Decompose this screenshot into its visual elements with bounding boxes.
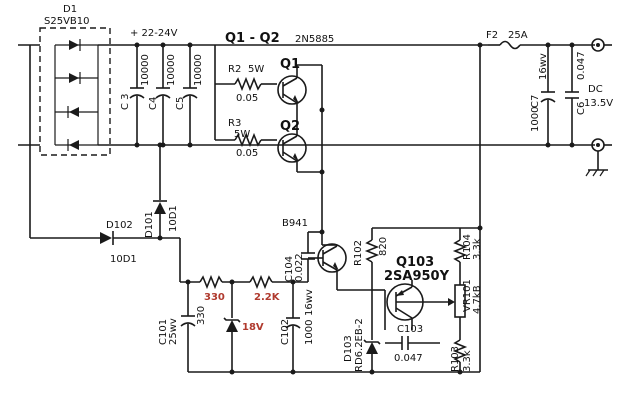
bridge-rectifier-d1: D1 S25VB10	[39, 4, 111, 156]
q103-label: Q103	[396, 255, 434, 270]
filter-capacitors: C 3 10000 C4 10000 C5 10000	[120, 42, 204, 148]
c7-value: 1000	[530, 107, 541, 132]
c101-value: 330	[196, 306, 207, 325]
c3-label: C 3	[120, 93, 131, 110]
c104-label: C104	[284, 256, 295, 282]
c104-value: 0.022	[294, 253, 305, 282]
c4-label: C4	[148, 97, 159, 110]
c103-label: C103	[397, 324, 423, 335]
emitter-arrow-icon	[293, 153, 299, 162]
r2-q1-stage: R2 5W 0.05 Q1	[214, 45, 322, 110]
r103-label: R103	[450, 346, 461, 372]
resistor-330	[199, 274, 223, 290]
c101: C101 25wv 330	[158, 279, 207, 372]
q103: Q103 2SA950Y	[372, 255, 450, 330]
vr101-value: 4.7kB	[472, 285, 483, 314]
r2-watt: 5W	[248, 64, 264, 75]
c5-label: C5	[175, 97, 186, 110]
fuse-label: F2	[486, 30, 498, 41]
d101-label: D101	[144, 211, 155, 238]
c102-label: C102	[280, 319, 291, 345]
b941-label: B941	[282, 218, 308, 229]
c103-value: 0.047	[394, 353, 423, 364]
r3-value: 0.05	[236, 148, 258, 159]
q-part-label: 2N5885	[295, 34, 334, 45]
emitter-arrow-icon	[293, 95, 299, 104]
diode-icon	[100, 232, 112, 244]
c5-value: 10000	[193, 54, 204, 86]
c104: C104 0.022	[284, 229, 325, 282]
c102-voltage: 16wv	[304, 289, 315, 316]
d102-label: D102	[106, 220, 133, 231]
d103: D103 RD6.2EB-2	[343, 290, 381, 372]
zener-diode-icon	[366, 342, 378, 354]
c3-value: 10000	[140, 54, 151, 86]
c102: C102 1000 16wv	[280, 279, 315, 372]
emitter-arrow-icon	[333, 262, 339, 271]
r3-watt: 5W	[234, 129, 250, 140]
r330-value: 330	[204, 292, 225, 303]
wiper-arrow-icon	[448, 298, 455, 306]
b941-driver: B941	[282, 218, 372, 291]
c101-label: C101	[158, 319, 169, 345]
d103-label: D103	[343, 335, 354, 362]
r2k2-value: 2.2K	[254, 292, 281, 303]
d1-label: D1	[63, 4, 77, 15]
c4-value: 10000	[166, 54, 177, 86]
r3-q2-stage: R3 5W 0.05 Q2	[214, 84, 322, 173]
q1-label: Q1	[280, 57, 300, 72]
q103-part: 2SA950Y	[384, 269, 450, 284]
c6-label: C6	[576, 102, 587, 115]
q2-label: Q2	[280, 119, 300, 134]
r104-value: 3.3k	[472, 238, 483, 260]
fuse-value: 25A	[508, 30, 528, 41]
zener-voltage: 18V	[242, 322, 264, 333]
emitter-arrow-icon	[396, 290, 404, 296]
diode-icon	[69, 140, 79, 150]
dc-label: DC	[588, 84, 603, 95]
r102-value: 820	[378, 237, 389, 256]
vr101-label: VR101	[462, 279, 473, 312]
output-capacitors: C7 1000 16wv C6 0.047	[530, 42, 587, 148]
zener-diode-icon	[226, 320, 238, 332]
d101-d102: D101 10D1 D102 10D1	[100, 142, 181, 282]
diode-icon	[154, 202, 166, 214]
dc-voltage: 13.5V	[584, 98, 613, 109]
c7-voltage: 16wv	[538, 53, 549, 80]
supply-voltage-label: + 22-24V	[130, 28, 178, 39]
d101-part: 10D1	[168, 205, 179, 232]
c101-voltage: 25wv	[168, 318, 179, 345]
voltage-divider: R104 3.3k VR101 4.7kB R103 3.3k	[430, 225, 483, 372]
d1-part-label: S25VB10	[44, 16, 90, 27]
r102: R102 820	[353, 227, 460, 290]
q-range-label: Q1 - Q2	[225, 31, 280, 46]
fuse-f2: F2 25A	[486, 30, 528, 50]
d102-part: 10D1	[110, 254, 137, 265]
c102-value: 1000	[304, 320, 315, 345]
r103-value: 3.3k	[462, 350, 473, 372]
r3-label: R3	[228, 118, 241, 129]
diode-icon	[69, 107, 79, 117]
diode-icon	[69, 40, 79, 50]
diode-icon	[69, 73, 79, 83]
c103: C103 0.047	[385, 324, 440, 364]
zener-18v: 18V	[223, 279, 264, 372]
r2-value: 0.05	[236, 93, 258, 104]
r2-label: R2	[228, 64, 241, 75]
c7-label: C7	[530, 95, 541, 108]
output-terminals: DC 13.5V	[584, 38, 613, 177]
resistor-2k2	[249, 274, 273, 290]
r104-label: R104	[462, 234, 473, 260]
r102-label: R102	[353, 240, 364, 266]
d103-part: RD6.2EB-2	[354, 318, 365, 372]
c6-value: 0.047	[576, 51, 587, 80]
